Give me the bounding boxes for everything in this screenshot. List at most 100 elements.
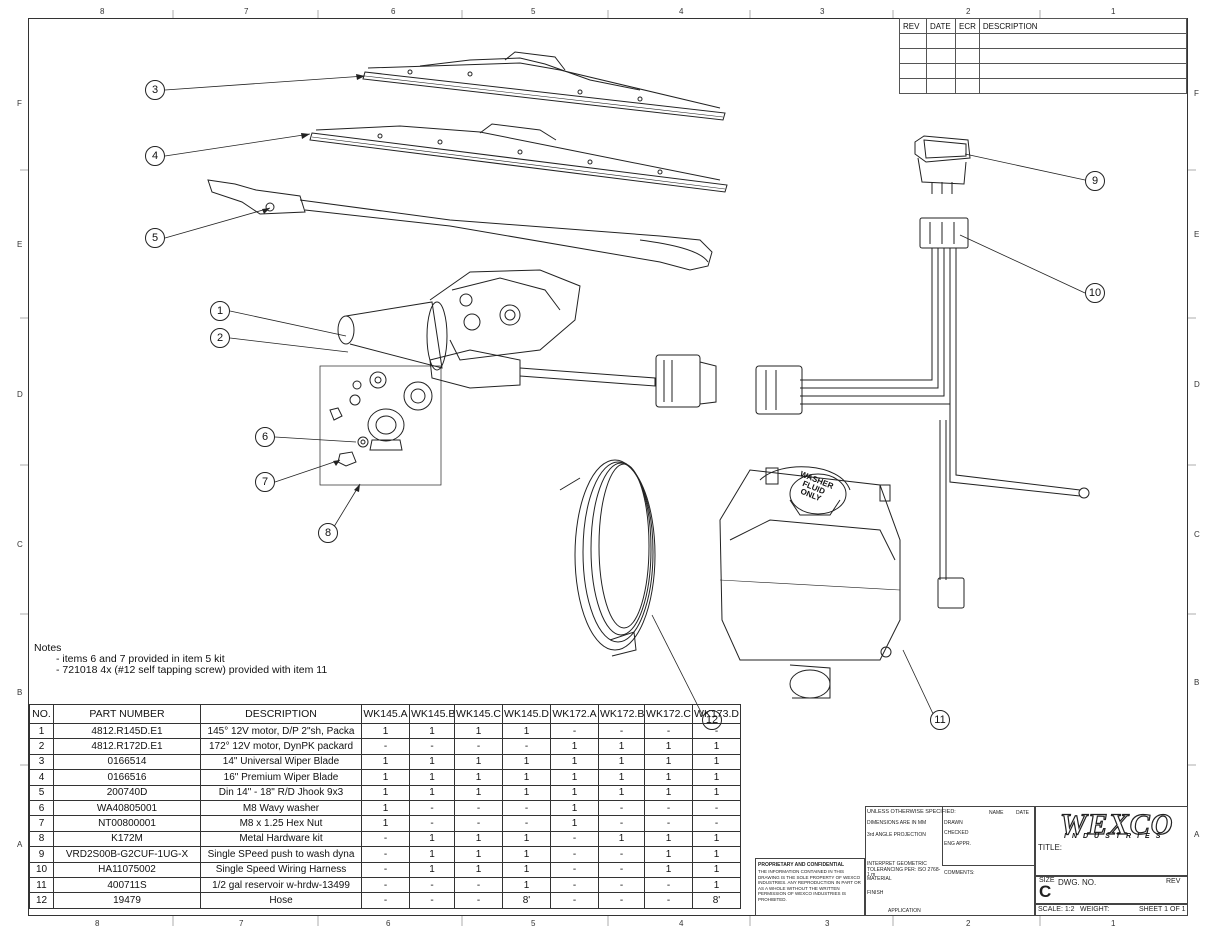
bom-cell: Single Speed Wiring Harness [200, 861, 362, 878]
bom-cell: - [361, 738, 410, 755]
zone-marker-right: D [1194, 380, 1200, 389]
bom-cell: - [361, 830, 410, 848]
finish-label: FINISH [867, 890, 884, 896]
zone-marker-bottom: 4 [679, 919, 684, 928]
bom-cell: M8 x 1.25 Hex Nut [200, 815, 362, 832]
proprietary-box [755, 858, 865, 916]
bom-cell: 6 [29, 799, 54, 817]
proprietary-heading: PROPRIETARY AND CONFIDENTIAL [758, 862, 845, 868]
callout-3[interactable]: 3 [145, 80, 165, 100]
bom-cell: - [409, 815, 455, 832]
callout-6[interactable]: 6 [255, 427, 275, 447]
bom-cell: - [409, 738, 455, 755]
title-box [1035, 806, 1188, 876]
bom-cell: 1 [692, 753, 741, 771]
bom-header-cell: PART NUMBER [53, 704, 201, 724]
callout-10[interactable]: 10 [1085, 283, 1105, 303]
rev-header-rev: REV [899, 18, 927, 34]
bom-cell: HA11075002 [53, 861, 201, 878]
callout-5[interactable]: 5 [145, 228, 165, 248]
note-line-2: - 721018 4x (#12 self tapping screw) pro… [56, 664, 328, 676]
bom-cell: 4812.R172D.E1 [53, 738, 201, 755]
bom-cell: 1 [361, 753, 410, 771]
application-label: APPLICATION [888, 908, 921, 914]
rev-header-ecr: ECR [955, 18, 980, 34]
bom-cell: 10 [29, 861, 54, 878]
bom-cell: 12 [29, 892, 54, 909]
bom-cell: 1 [361, 769, 410, 786]
bom-cell: 1 [550, 784, 599, 801]
drawing-border [28, 18, 1188, 916]
bom-cell: 16" Premium Wiper Blade [200, 769, 362, 786]
bom-cell: 1 [598, 769, 645, 786]
dimensions-note: DIMENSIONS ARE IN MM [867, 820, 927, 826]
border-ticks [20, 10, 1196, 926]
bom-cell: 1 [502, 722, 551, 740]
zone-marker-left: F [17, 99, 22, 108]
bom-cell: 1 [454, 846, 503, 863]
callout-11[interactable]: 11 [930, 710, 950, 730]
callout-7[interactable]: 7 [255, 472, 275, 492]
bom-cell: 1 [692, 738, 741, 755]
signature-box [942, 806, 1035, 866]
bom-cell: - [550, 876, 599, 894]
bom-cell: - [361, 861, 410, 878]
zone-marker-left: B [17, 688, 23, 697]
wiper-arm [207, 179, 713, 271]
bom-cell: 1 [409, 784, 455, 801]
bom-cell: 1 [409, 830, 455, 848]
bom-cell: - [692, 815, 741, 832]
bom-cell: 2 [29, 738, 54, 755]
rev-header-description: DESCRIPTION [978, 18, 1187, 34]
bom-cell: 1 [454, 753, 503, 771]
bom-cell: - [454, 876, 503, 894]
callout-8[interactable]: 8 [318, 523, 338, 543]
bom-cell: 1 [502, 861, 551, 878]
zone-marker-right: B [1194, 678, 1200, 687]
zone-marker-right: C [1194, 530, 1200, 539]
bom-cell: 1 [409, 753, 455, 771]
callout-9[interactable]: 9 [1085, 171, 1105, 191]
bom-header-cell: WK172.A [550, 704, 599, 724]
bom-cell: NT00800001 [53, 815, 201, 832]
bom-cell: 200740D [53, 784, 201, 801]
bom-cell: 1 [644, 830, 693, 848]
bom-cell: 1 [692, 769, 741, 786]
bom-cell: 1 [598, 784, 645, 801]
zone-marker-top: 6 [391, 7, 396, 16]
callout-4[interactable]: 4 [145, 146, 165, 166]
bom-cell: 14" Universal Wiper Blade [200, 753, 362, 771]
bom-cell: 1 [502, 769, 551, 786]
bom-cell: VRD2S00B-G2CUF-1UG-X [53, 846, 201, 863]
notes: Notes - items 6 and 7 provided in item 5… [34, 643, 327, 676]
bom-cell: - [361, 892, 410, 909]
bom-cell: 0166514 [53, 753, 201, 771]
bom-header-cell: DESCRIPTION [200, 704, 362, 724]
bom-cell: 1 [454, 784, 503, 801]
callout-1[interactable]: 1 [210, 301, 230, 321]
size-label: SIZE [1039, 877, 1055, 884]
bom-cell: 4 [29, 769, 54, 786]
bom-cell: - [598, 861, 645, 878]
bom-cell: - [550, 846, 599, 863]
bom-cell: 1 [598, 753, 645, 771]
checked-label: CHECKED [944, 830, 969, 836]
zone-marker-top: 4 [679, 7, 684, 16]
zone-marker-bottom: 3 [825, 919, 830, 928]
bom-cell: - [454, 738, 503, 755]
zone-marker-bottom: 2 [966, 919, 971, 928]
callout-2[interactable]: 2 [210, 328, 230, 348]
bom-cell: - [361, 846, 410, 863]
bom-cell: 1 [502, 876, 551, 894]
bom-cell: - [598, 892, 645, 909]
bom-header-cell: WK145.D [502, 704, 551, 724]
zone-marker-left: A [17, 840, 23, 849]
bom-cell: - [454, 892, 503, 909]
bom-cell: 7 [29, 815, 54, 832]
bom-cell: 1 [454, 861, 503, 878]
comments-label: COMMENTS: [944, 870, 975, 876]
